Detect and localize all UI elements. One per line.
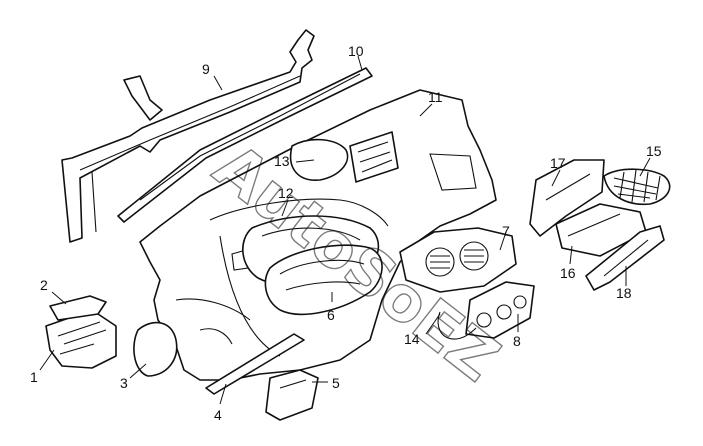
switch-cover [49,295,107,321]
center-vent-bezel [399,227,517,293]
cross-car-beam [61,29,315,243]
lower-trim-strip [205,333,305,395]
callout-8: 8 [513,333,521,349]
side-air-vent [603,168,671,206]
end-cap-left [133,321,178,377]
lower-knee-panel [265,369,319,421]
callout-10: 10 [348,43,364,59]
callout-18: 18 [616,285,632,301]
callout-3: 3 [120,375,128,391]
glove-box-lid [585,225,665,291]
callout-labels: 1 2 3 4 5 6 7 8 9 10 11 12 13 14 15 16 1… [30,43,662,423]
callout-9: 9 [202,61,210,77]
callout-11: 11 [428,89,443,105]
callout-12: 12 [278,185,294,201]
instrument-cluster-hood [264,244,383,316]
callout-14: 14 [404,331,420,347]
callout-4: 4 [214,407,222,423]
callout-1: 1 [30,369,38,385]
leader-lines [39,55,651,405]
callout-17: 17 [550,155,566,171]
callout-2: 2 [40,277,48,293]
windshield-trim-strip [117,67,373,223]
callout-16: 16 [560,265,576,281]
callout-15: 15 [646,143,662,159]
upper-vent-assembly [289,131,399,183]
callout-6: 6 [327,307,335,323]
callout-7: 7 [502,223,510,239]
climate-control-panel [465,281,535,339]
callout-13: 13 [274,153,290,169]
callout-5: 5 [332,375,340,391]
passenger-upper-trim [529,159,605,237]
wiring-harness [437,311,477,340]
